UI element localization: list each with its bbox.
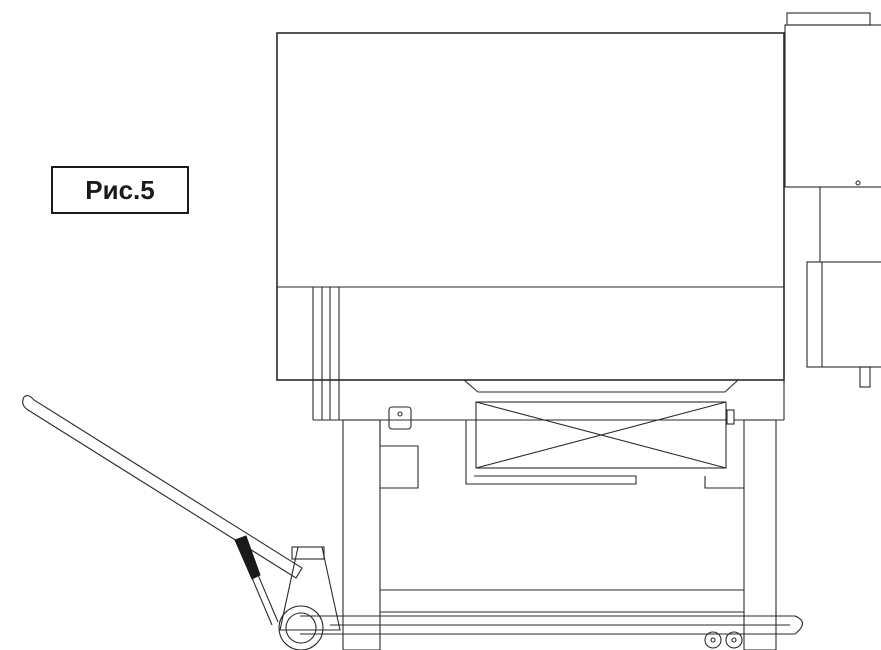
main-hopper — [276, 32, 785, 421]
right-cabinet — [784, 12, 881, 388]
pallet-jack — [22, 395, 804, 650]
crossed-box — [463, 379, 739, 485]
figure-label: Рис.5 — [51, 166, 189, 214]
frame-legs — [342, 419, 777, 650]
